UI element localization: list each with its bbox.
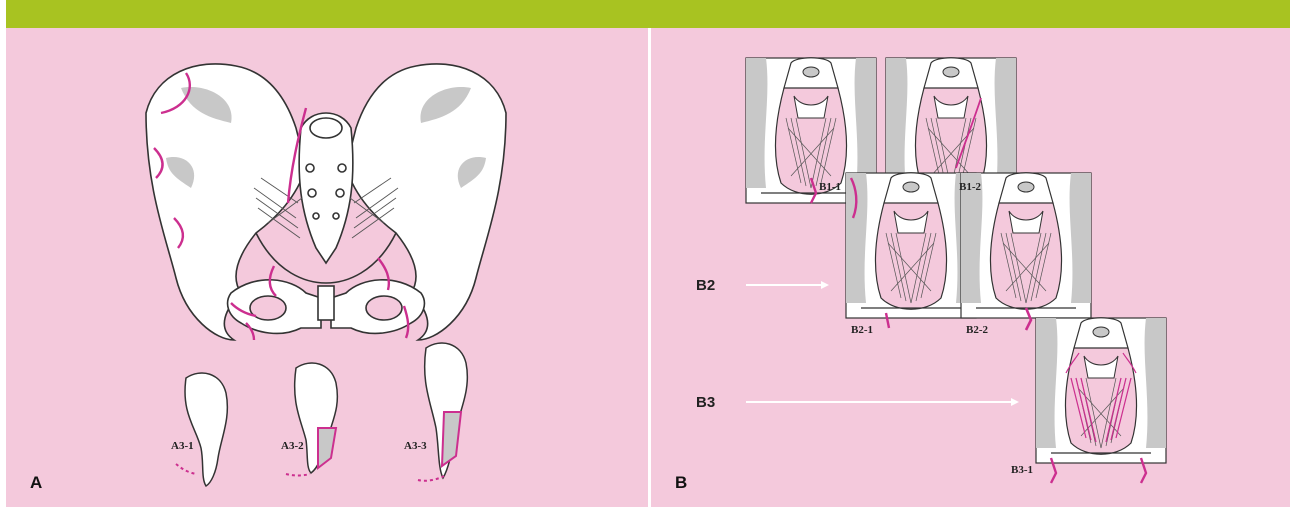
sacrum-lateral-a3-3	[418, 343, 467, 481]
label-b1-1: B1-1	[819, 181, 841, 193]
label-b3-1: B3-1	[1011, 464, 1033, 476]
panel-a: A3-1 A3-2 A3-3 A	[6, 28, 648, 507]
label-b2-2: B2-2	[966, 324, 989, 336]
label-a3-1: A3-1	[171, 440, 194, 452]
top-color-bar	[6, 0, 1290, 28]
panel-b-letter: B	[675, 473, 687, 493]
arrow-label-b2: B2	[696, 277, 715, 294]
sacrum-lateral-a3-2	[286, 363, 337, 476]
sacrum-lateral-a3-1	[176, 373, 227, 486]
label-b2-1: B2-1	[851, 324, 873, 336]
panel-b: B2 B3 B1-1 B1-2 B2-1 B2-2 B3-1 B	[651, 28, 1290, 507]
ring-b2-1	[846, 173, 976, 328]
ring-b2-2	[961, 173, 1091, 330]
arrow-label-b3: B3	[696, 394, 715, 411]
label-a3-3: A3-3	[404, 440, 427, 452]
arrow-b3	[746, 398, 1019, 406]
panel-a-letter: A	[30, 473, 42, 493]
arrow-b2	[746, 281, 829, 289]
pelvis-front-view	[146, 64, 506, 340]
panel-a-illustration: A3-1 A3-2 A3-3	[6, 28, 648, 507]
label-b1-2: B1-2	[959, 181, 982, 193]
label-a3-2: A3-2	[281, 440, 304, 452]
ring-b3-1	[1036, 318, 1166, 483]
panel-b-illustration: B2 B3 B1-1 B1-2 B2-1 B2-2 B3-1	[651, 28, 1290, 507]
